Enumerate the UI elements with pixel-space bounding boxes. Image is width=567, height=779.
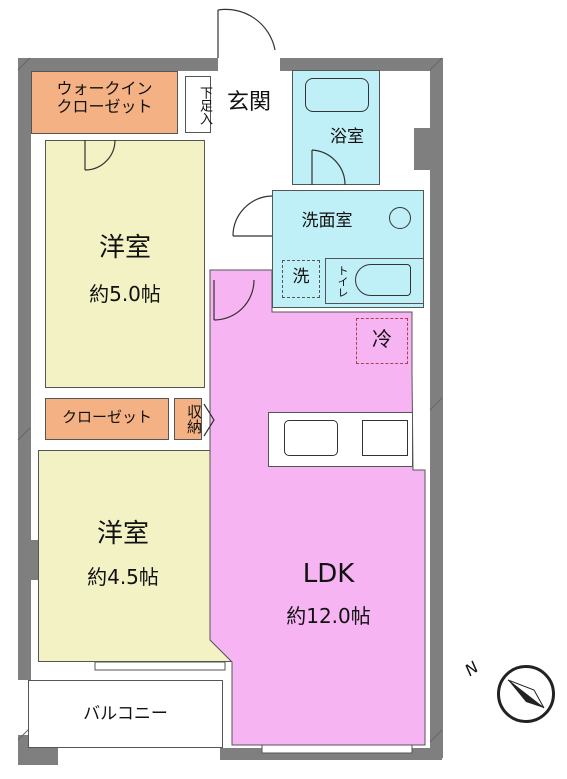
wall-top-left: [18, 58, 218, 71]
walk-in-closet: [31, 71, 178, 134]
sink-icon: [389, 207, 411, 229]
toilet-icon: [355, 264, 411, 296]
kitchen-counter: [268, 412, 413, 467]
door-arc-bathroom: [311, 149, 346, 186]
closet-label: クローゼット: [61, 408, 152, 426]
wall-top-right: [280, 58, 442, 71]
door-arc-bedroom-1: [84, 139, 116, 171]
balcony: [28, 680, 223, 748]
ldk-label: LDK: [302, 559, 355, 589]
wall-hatching: [17, 57, 443, 743]
ldk-area: [209, 269, 426, 746]
walk-in-closet-label: ウォークイン クローゼット: [31, 79, 178, 117]
washer-space: [282, 260, 320, 298]
genkan-label: 玄関: [226, 90, 271, 115]
wall-column-right: [414, 128, 430, 170]
bathtub-icon: [305, 78, 369, 112]
window-bedroom-2: [94, 661, 226, 671]
ldk-size: 約12.0帖: [286, 604, 371, 628]
window-ldk: [261, 744, 413, 754]
bedroom-2-label: 洋室: [96, 519, 149, 549]
kitchen-sink-icon: [284, 420, 338, 456]
bathroom-label: 浴室: [330, 127, 364, 147]
storage: [174, 398, 202, 440]
stove-icon: [362, 420, 408, 456]
closet: [45, 398, 169, 440]
shoe-storage: [185, 76, 211, 133]
storage-label: 収納: [185, 404, 203, 434]
shoe-storage-label: 下足入: [197, 86, 212, 125]
bedroom-2: [38, 450, 232, 662]
door-arc-storage: [203, 403, 215, 437]
compass-icon: [497, 665, 555, 723]
wall-left-upper: [18, 58, 31, 588]
washer-label: 洗: [292, 267, 310, 287]
door-arc-ldk: [213, 279, 255, 321]
bathroom: [292, 70, 380, 185]
door-arc-entrance: [217, 8, 276, 58]
bedroom-1-label: 洋室: [98, 233, 151, 263]
balcony-label: バルコニー: [83, 704, 168, 724]
fridge-space: [356, 318, 408, 364]
bedroom-1: [45, 140, 205, 388]
walk-in-closet-label-line2: クローゼット: [56, 97, 153, 117]
wall-left-lower: [18, 588, 31, 680]
door-arc-washroom: [232, 195, 273, 237]
toilet-label: トイレ: [336, 264, 349, 298]
walk-in-closet-label-line1: ウォークイン: [56, 79, 153, 98]
wall-right: [430, 58, 443, 758]
compass-needle: [507, 679, 545, 709]
fridge-label: 冷: [372, 327, 392, 351]
bedroom-1-size: 約5.0帖: [89, 282, 161, 306]
bedroom-2-size: 約4.5帖: [87, 565, 159, 589]
washroom-label: 洗面室: [301, 211, 353, 231]
